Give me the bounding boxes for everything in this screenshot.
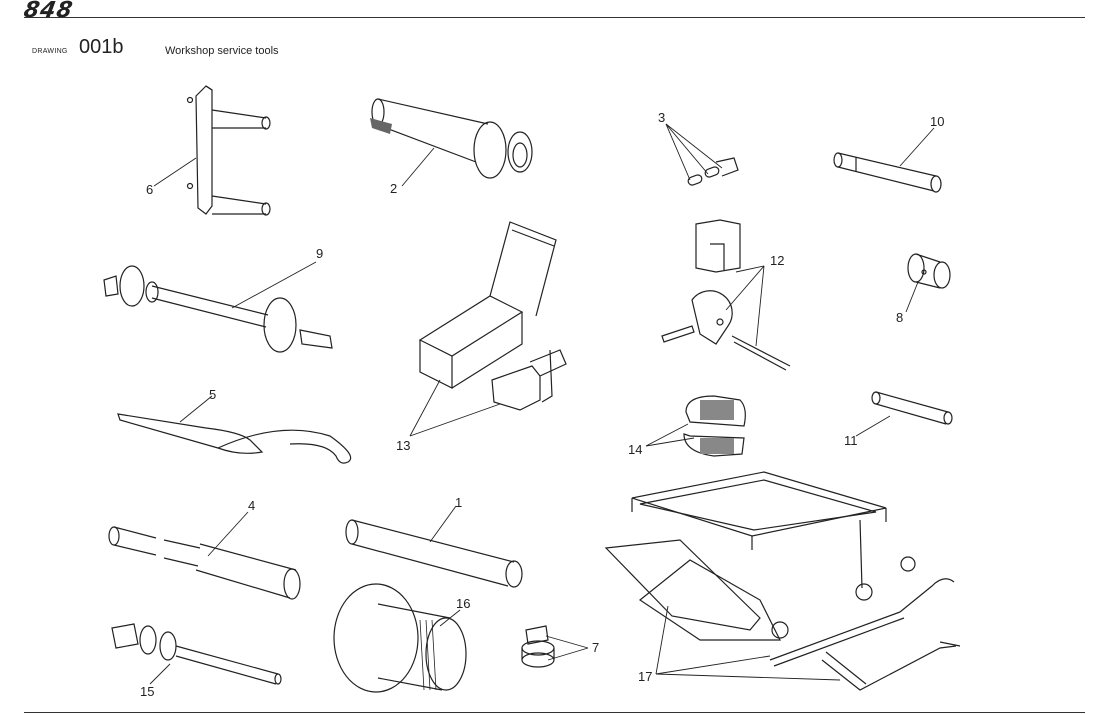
tool-8-collar	[907, 253, 951, 289]
callout-13: 13	[396, 438, 410, 453]
tool-1-tube	[345, 519, 523, 588]
tool-2-sleeve	[370, 98, 533, 179]
tool-11-rod	[871, 391, 953, 425]
callout-14: 14	[628, 442, 642, 457]
tool-14-bush-halves	[683, 395, 746, 457]
callout-16: 16	[456, 596, 470, 611]
callout-17: 17	[638, 669, 652, 684]
callout-7: 7	[592, 640, 599, 655]
callout-15: 15	[140, 684, 154, 699]
tool-6-puller-plate	[186, 85, 271, 216]
callout-11: 11	[844, 433, 858, 448]
tool-16-flange	[333, 583, 467, 693]
tool-10-pin	[833, 152, 942, 193]
tool-4-drift	[108, 526, 301, 600]
callout-12: 12	[770, 253, 784, 268]
callout-9: 9	[316, 246, 323, 261]
tool-3-links	[687, 157, 739, 186]
callout-5: 5	[209, 387, 216, 402]
callout-2: 2	[390, 181, 397, 196]
tool-9-puller-shaft	[103, 265, 333, 353]
top-rule	[24, 17, 1085, 18]
tool-13-case	[418, 221, 567, 411]
callout-leaders	[149, 123, 935, 685]
tool-12-set	[661, 219, 791, 371]
callout-4: 4	[248, 498, 255, 513]
tool-15-rod-adaptor	[111, 623, 282, 685]
bottom-rule	[24, 712, 1085, 713]
callout-1: 1	[455, 495, 462, 510]
drawing-number: 001b	[79, 36, 124, 58]
callout-numbers: 1 2 3 4 5 6 7 8 9 10 11 12 13 14 15 16 1…	[140, 110, 944, 699]
callout-10: 10	[930, 114, 944, 129]
tool-17-stand-jack	[604, 471, 961, 691]
drawing-label: DRAWING	[32, 48, 68, 55]
page-title: Workshop service tools	[165, 45, 279, 57]
callout-8: 8	[896, 310, 903, 325]
tool-5-hook-spanner	[117, 413, 352, 464]
callout-6: 6	[146, 182, 153, 197]
tool-7-fitting	[521, 625, 555, 668]
callout-3: 3	[658, 110, 665, 125]
